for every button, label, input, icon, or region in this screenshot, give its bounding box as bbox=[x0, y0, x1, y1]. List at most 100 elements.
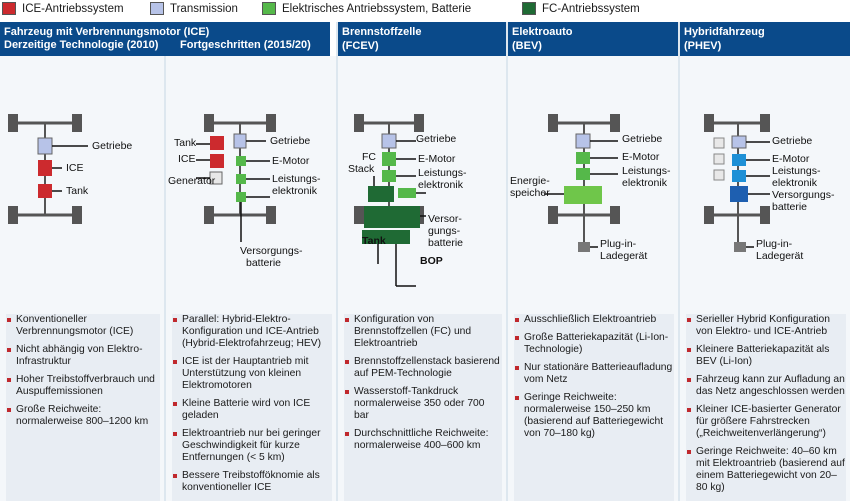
column-subtitle: Fortgeschritten (2015/20) bbox=[180, 39, 311, 51]
bullet-item: Nicht abhängig von Elektro-Infrastruktur bbox=[6, 344, 160, 368]
label-versorgungs: Versorgungs- bbox=[240, 245, 303, 257]
column-title: Fahrzeug mit Verbrennungsmotor (ICE) bbox=[4, 26, 210, 38]
column-header: Elektroauto (BEV) bbox=[508, 22, 678, 56]
column-title: Hybridfahrzeug bbox=[684, 26, 765, 38]
label-getriebe: Getriebe bbox=[416, 133, 457, 145]
legend-swatch-icon bbox=[2, 2, 16, 15]
column-title: Brennstoffzelle bbox=[342, 26, 422, 38]
label-generator: Generator bbox=[168, 175, 216, 187]
column-title: Elektroauto bbox=[512, 26, 573, 38]
label-tank: Tank bbox=[66, 185, 89, 197]
bullet-item: Hoher Treibstoffverbrauch und Auspuffemi… bbox=[6, 374, 160, 398]
label-versor: Versor- bbox=[428, 213, 462, 225]
bullet-item: Brennstoffzellenstack basierend auf PEM-… bbox=[344, 356, 502, 380]
label-elektronik: elektronik bbox=[772, 177, 817, 189]
bullet-item: ICE ist der Hauptantrieb mit Unterstützu… bbox=[172, 356, 332, 392]
label-gungs: gungs- bbox=[428, 225, 461, 237]
column-body: Getriebe E-Motor Leistungs- elektronik V… bbox=[680, 56, 850, 501]
column-phev: Hybridfahrzeug (PHEV) Getriebe E-Motor L… bbox=[680, 22, 850, 501]
column-body: Getriebe FC Stack E-Motor Leistungs- ele… bbox=[338, 56, 506, 501]
bullet-item: Große Batteriekapazität (Li-Ion-Technolo… bbox=[514, 332, 674, 356]
bullet-list: Konventioneller Verbrennungsmotor (ICE) … bbox=[6, 314, 160, 501]
label-fc: FC bbox=[362, 151, 376, 163]
label-plug-in: Plug-in- bbox=[600, 238, 637, 250]
label-tank: Tank bbox=[174, 137, 197, 149]
legend-item-transmission: Transmission bbox=[150, 2, 238, 15]
legend-item-ice: ICE-Antriebssystem bbox=[2, 2, 124, 15]
bullet-item: Konventioneller Verbrennungsmotor (ICE) bbox=[6, 314, 160, 338]
bullet-item: Geringe Reichweite: normalerweise 150–25… bbox=[514, 392, 674, 440]
label-batterie: batterie bbox=[246, 257, 282, 269]
car-diagram-bev bbox=[544, 114, 620, 252]
bullet-item: Elektroantrieb nur bei geringer Geschwin… bbox=[172, 428, 332, 464]
column-subtitle: (BEV) bbox=[512, 40, 542, 52]
column-subtitle: Derzeitige Technologie (2010) bbox=[4, 39, 159, 51]
label-elektronik: elektronik bbox=[272, 185, 317, 197]
label-e-motor: E-Motor bbox=[418, 153, 456, 165]
column-ice: Fahrzeug mit Verbrennungsmotor (ICE) Der… bbox=[0, 22, 330, 501]
bullet-item: Große Reichweite: normalerweise 800–1200… bbox=[6, 404, 160, 428]
bullet-item: Ausschließlich Elektroantrieb bbox=[514, 314, 674, 326]
bullet-item: Konfiguration von Brennstoffzellen (FC) … bbox=[344, 314, 502, 350]
label-batterie: batterie bbox=[772, 201, 808, 213]
label-batterie: batterie bbox=[428, 237, 464, 249]
bullet-item: Serieller Hybrid Konfiguration von Elekt… bbox=[686, 314, 846, 338]
label-energie: Energie- bbox=[510, 175, 550, 187]
label-leistungs: Leistungs- bbox=[622, 165, 671, 177]
label-e-motor: E-Motor bbox=[622, 151, 660, 163]
bullet-item: Durchschnittliche Reichweite: normalerwe… bbox=[344, 428, 502, 452]
legend-item-fc: FC-Antriebssystem bbox=[522, 2, 640, 15]
label-getriebe: Getriebe bbox=[270, 135, 311, 147]
legend-swatch-icon bbox=[522, 2, 536, 15]
bullet-item: Wasserstoff-Tankdruck normalerweise 350 … bbox=[344, 386, 502, 422]
bullet-item: Kleiner ICE-basierter Generator für größ… bbox=[686, 404, 846, 440]
column-body: Getriebe E-Motor Leistungs- elektronik E… bbox=[508, 56, 678, 501]
label-getriebe: Getriebe bbox=[772, 135, 813, 147]
label-getriebe: Getriebe bbox=[622, 133, 663, 145]
legend: ICE-Antriebssystem Transmission Elektris… bbox=[0, 0, 850, 22]
car-diagram-fcev bbox=[354, 114, 426, 287]
legend-swatch-icon bbox=[262, 2, 276, 15]
column-subtitle: (PHEV) bbox=[684, 40, 722, 52]
column-hev: Fortgeschritten (2015/20) Tank ICE bbox=[166, 22, 336, 501]
label-e-motor: E-Motor bbox=[772, 153, 810, 165]
label-ladegeraet: Ladegerät bbox=[756, 250, 804, 262]
bullet-item: Geringe Reichweite: 40–60 km mit Elektro… bbox=[686, 446, 846, 494]
bullet-item: Fahrzeug kann zur Aufladung an das Netz … bbox=[686, 374, 846, 398]
label-leistungs: Leistungs- bbox=[272, 173, 321, 185]
bullet-list: Ausschließlich Elektroantrieb Große Batt… bbox=[514, 314, 674, 501]
car-diagram-hev bbox=[196, 114, 276, 242]
bullet-list: Serieller Hybrid Konfiguration von Elekt… bbox=[686, 314, 846, 501]
label-bop: BOP bbox=[420, 255, 443, 267]
car-diagram-phev bbox=[704, 114, 770, 252]
label-plug-in: Plug-in- bbox=[756, 238, 793, 250]
bullet-item: Parallel: Hybrid-Elektro-Konfiguration u… bbox=[172, 314, 332, 350]
legend-swatch-icon bbox=[150, 2, 164, 15]
bullet-item: Nur stationäre Batterieaufladung vom Net… bbox=[514, 362, 674, 386]
label-versorgungs: Versorgungs- bbox=[772, 189, 835, 201]
label-ice: ICE bbox=[178, 153, 196, 165]
label-tank: Tank bbox=[362, 235, 386, 247]
column-subtitle: (FCEV) bbox=[342, 40, 379, 52]
bullet-item: Bessere Treibstofföknomie als konvention… bbox=[172, 470, 332, 494]
column-fcev: Brennstoffzelle (FCEV) Getrie bbox=[338, 22, 506, 501]
legend-item-electric: Elektrisches Antriebssystem, Batterie bbox=[262, 2, 471, 15]
label-elektronik: elektronik bbox=[622, 177, 667, 189]
column-header: Brennstoffzelle (FCEV) bbox=[338, 22, 506, 56]
label-leistungs: Leistungs- bbox=[772, 165, 821, 177]
label-leistungs: Leistungs- bbox=[418, 167, 467, 179]
bullet-item: Kleinere Batteriekapazität als BEV (Li-I… bbox=[686, 344, 846, 368]
label-speicher: speicher bbox=[510, 187, 550, 199]
column-body: Getriebe ICE Tank Konventioneller Verbre… bbox=[0, 56, 164, 501]
column-header: Fahrzeug mit Verbrennungsmotor (ICE) bbox=[0, 22, 330, 56]
column-header: Hybridfahrzeug (PHEV) bbox=[680, 22, 850, 56]
bullet-list: Konfiguration von Brennstoffzellen (FC) … bbox=[344, 314, 502, 501]
bullet-list: Parallel: Hybrid-Elektro-Konfiguration u… bbox=[172, 314, 332, 501]
column-bev: Elektroauto (BEV) Getriebe E-Motor Leist… bbox=[508, 22, 678, 501]
label-getriebe: Getriebe bbox=[92, 140, 133, 152]
label-e-motor: E-Motor bbox=[272, 155, 310, 167]
label-elektronik: elektronik bbox=[418, 179, 463, 191]
bullet-item: Kleine Batterie wird von ICE geladen bbox=[172, 398, 332, 422]
car-diagram-ice bbox=[8, 114, 88, 224]
label-stack: Stack bbox=[348, 163, 375, 175]
